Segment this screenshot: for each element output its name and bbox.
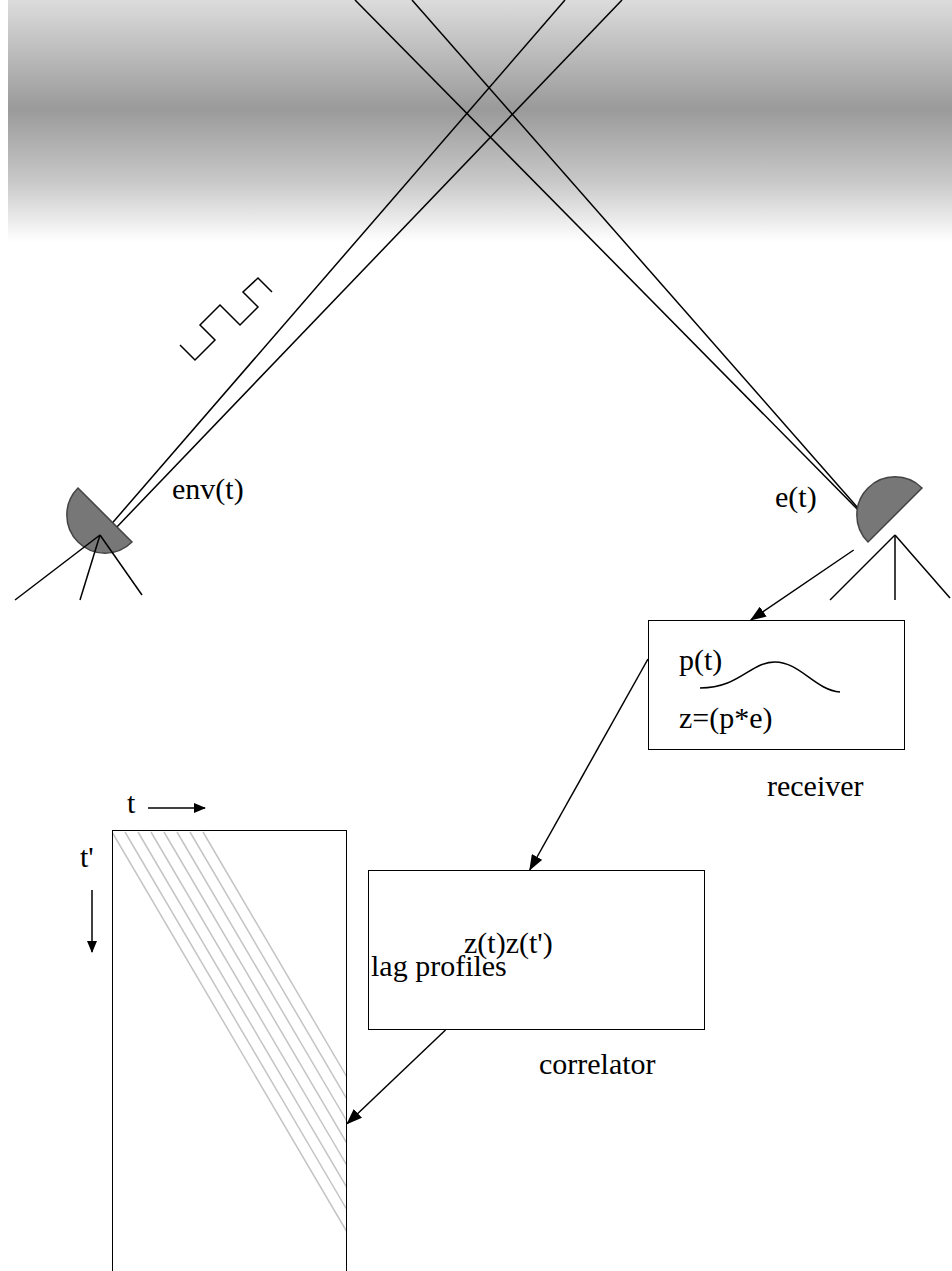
lag-lines [112, 832, 347, 1232]
beam-lines [108, 0, 872, 530]
transmit-antenna [15, 488, 142, 600]
lag-line [138, 832, 347, 1232]
lag-line [164, 832, 347, 1232]
pulse-code-symbol [180, 278, 272, 360]
lag-line [177, 832, 347, 1232]
antenna-label-area: e(t) [770, 470, 905, 550]
lag-profile-matrix: lag profiles [112, 830, 347, 1271]
box-text: p(t) [679, 643, 722, 678]
t-prime-axis-arrow [91, 890, 93, 952]
antenna-label: e(t) [775, 480, 817, 515]
lag-line [125, 832, 347, 1232]
receiver-box: p(t)z=(p*e)receiver [648, 620, 905, 750]
box-label: receiver [767, 769, 864, 804]
box-label: correlator [539, 1047, 656, 1082]
signal-arrow [530, 659, 648, 870]
axis-label: t' [80, 840, 94, 875]
antenna-label-area: env(t) [160, 466, 280, 516]
lag-line [203, 832, 347, 1232]
lag-line [112, 832, 347, 1232]
receive-antenna [830, 477, 950, 600]
antenna-label: env(t) [172, 472, 244, 507]
signal-arrow [347, 1030, 446, 1124]
t-axis-arrow [148, 807, 205, 809]
box-label: lag profiles [371, 949, 507, 984]
lag-line [190, 832, 347, 1232]
lag-line [151, 832, 347, 1232]
box-text: z=(p*e) [679, 701, 773, 736]
signal-arrow [751, 550, 854, 620]
axis-label: t [127, 786, 135, 821]
ionosphere-band [8, 0, 952, 242]
